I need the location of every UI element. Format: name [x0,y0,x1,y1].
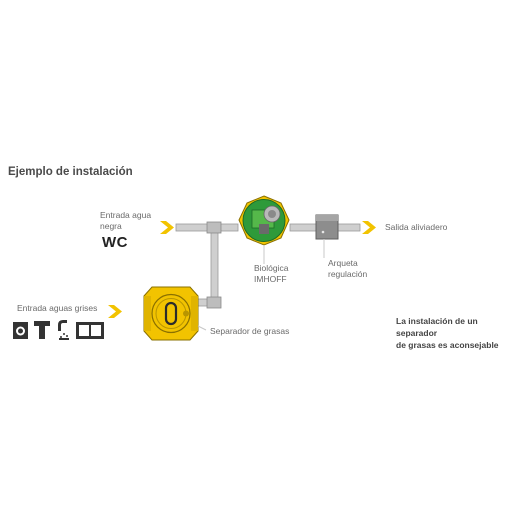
grey-water-inlet-label: Entrada aguas grises [17,303,98,313]
regulation-box-line-2: regulación [328,269,368,279]
shower-icon [58,320,69,340]
biological-tank [238,195,290,264]
overflow-outlet-label: Salida aliviadero [385,222,448,232]
pipe-elbow [206,296,222,309]
outlet-arrow [362,221,376,234]
pipe-tee [206,221,222,234]
recommendation-note-line-2: de grasas es aconsejable [396,340,499,350]
biological-tank-line-1: Biológica [254,263,289,273]
washing-machine-icon [13,322,28,339]
black-water-inlet-label: Entrada agua negra [100,210,151,232]
black-water-inlet-line-2: negra [100,221,122,231]
regulation-box-label: Arqueta regulación [328,258,367,280]
box-to-outlet-pipe [337,223,361,232]
sink-icon [34,321,50,339]
inlet-arrow-black [160,221,174,234]
regulation-box [315,214,339,258]
regulation-box-line-1: Arqueta [328,258,358,268]
black-water-inlet-line-1: Entrada agua [100,210,152,220]
page-title: Ejemplo de instalación [8,166,133,178]
recommendation-note: La instalación de un separador de grasas… [396,315,510,351]
recommendation-note-line-1: La instalación de un separador [396,316,478,338]
inlet-arrow-grey [108,305,122,318]
biological-tank-line-2: IMHOFF [254,274,287,284]
tank-to-box-pipe [289,223,317,232]
biological-tank-label: Biológica IMHOFF [254,263,289,285]
grease-separator-label: Separador de grasas [210,326,290,336]
grease-separator [143,286,207,341]
flow-arrows [108,221,376,318]
wc-label: WC [102,234,128,251]
vertical-pipe [210,227,219,307]
dishwasher-icon [76,322,104,339]
